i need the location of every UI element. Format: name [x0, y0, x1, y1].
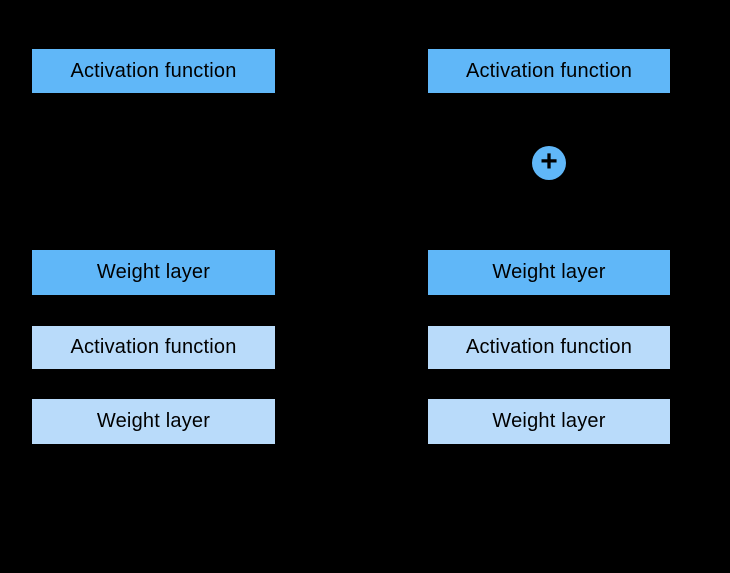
residual-activation-function-box: Activation function — [428, 326, 670, 369]
plain-activation-function-box: Activation function — [32, 326, 275, 369]
residual-weight-layer-top-box: Weight layer — [428, 250, 670, 295]
residual-addition-node: + — [532, 146, 566, 180]
plus-icon: + — [540, 145, 558, 178]
residual-weight-layer-box: Weight layer — [428, 399, 670, 444]
box-label: Activation function — [465, 59, 633, 82]
box-label: Weight layer — [96, 261, 211, 283]
plain-activation-function-top-box: Activation function — [32, 49, 275, 93]
plain-weight-layer-box: Weight layer — [32, 399, 275, 444]
box-label: Activation function — [465, 336, 633, 358]
box-label: Activation function — [70, 59, 237, 82]
box-label: Weight layer — [492, 410, 606, 432]
box-label: Activation function — [70, 336, 237, 358]
box-label: Weight layer — [492, 261, 606, 283]
box-label: Weight layer — [96, 410, 211, 432]
residual-activation-function-top-box: Activation function — [428, 49, 670, 93]
plain-weight-layer-top-box: Weight layer — [32, 250, 275, 295]
